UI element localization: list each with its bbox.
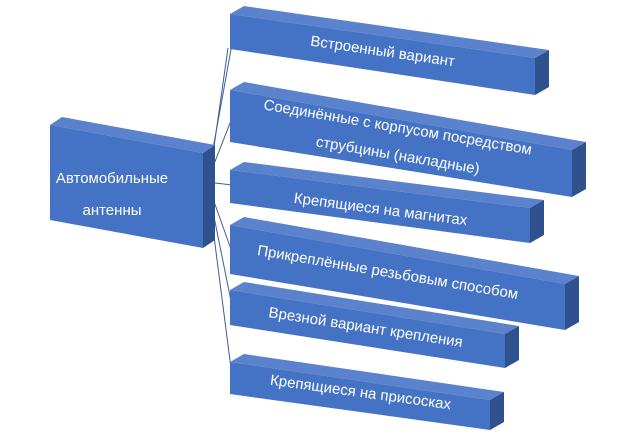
branch-box-5-front-face (230, 290, 505, 368)
branch-box-4: Прикреплённые резьбовым способом (230, 217, 579, 330)
branch-box-4-top-face (230, 217, 579, 284)
branch-box-1-front-face (230, 14, 535, 95)
branch-box-3-front-face (230, 170, 530, 243)
branch-box-3-top-face (230, 162, 544, 208)
branch-box-6-side-face (490, 392, 504, 430)
branch-box-1-top-face (230, 6, 549, 58)
branch-box-6-front-face (230, 362, 490, 430)
branch-box-3-side-face (530, 200, 544, 243)
branch-box-4-side-face (565, 276, 579, 330)
branch-box-2-top-face (230, 82, 586, 150)
branch-box-2-front-face (230, 90, 572, 197)
branch-box-5-side-face (505, 326, 519, 368)
branch-box-4-front-face (230, 225, 565, 330)
root-label-line-1: Автомобильные (56, 170, 168, 187)
branch-box-1-side-face (535, 50, 549, 95)
branch-box-1: Встроенный вариант (230, 6, 549, 95)
branch-box-5-top-face (230, 282, 519, 334)
root-box-front-face (50, 125, 203, 248)
root-box: Автомобильные антенны (50, 117, 215, 248)
root-box-side-face (203, 145, 215, 248)
branch-box-6: Крепящиеся на присосках (230, 354, 504, 430)
root-label-line-2: антенны (82, 202, 141, 219)
branch-box-6-top-face (230, 354, 504, 400)
branch-box-2-side-face (572, 142, 586, 197)
root-box-top-face (50, 117, 215, 153)
